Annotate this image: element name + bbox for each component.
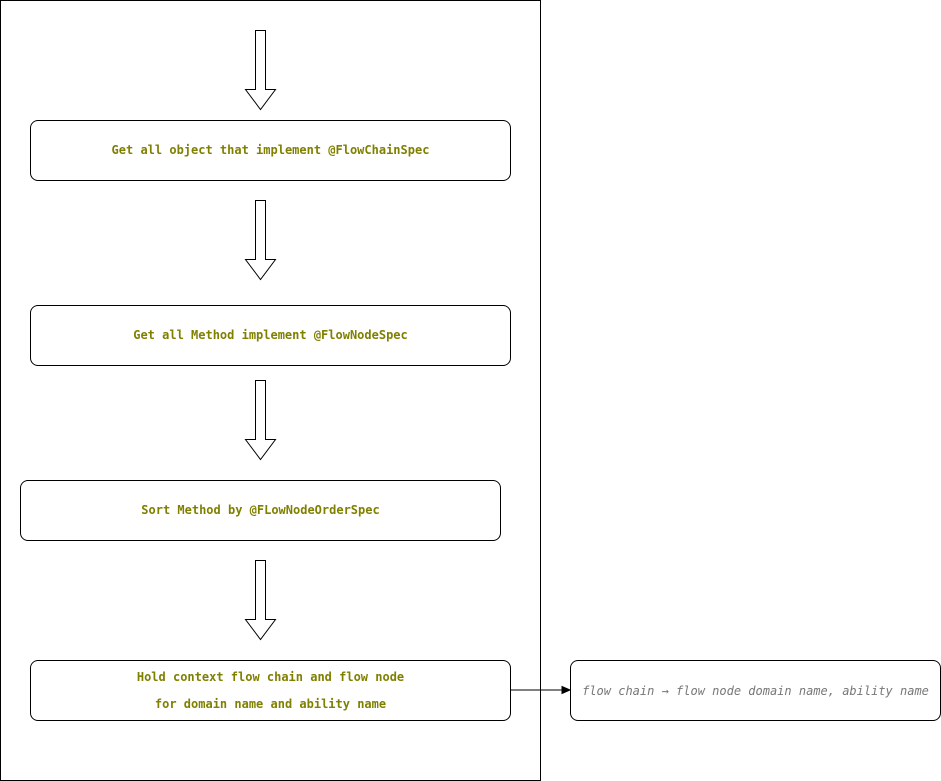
down-arrow-icon <box>244 560 277 641</box>
down-arrow-icon <box>244 380 277 461</box>
arrowhead-icon <box>561 685 572 695</box>
step-get-flow-chain-objects: Get all object that implement @FlowChain… <box>30 120 511 181</box>
step-sort-methods: Sort Method by @FLowNodeOrderSpec <box>20 480 501 541</box>
step-get-flow-node-methods: Get all Method implement @FlowNodeSpec <box>30 305 511 366</box>
step-label: Get all Method implement @FlowNodeSpec <box>133 328 408 342</box>
note-flow-chain-mapping: flow chain → flow node domain name, abil… <box>570 660 941 721</box>
step-label: Get all object that implement @FlowChain… <box>111 143 430 157</box>
step-label-line-1: Hold context flow chain and flow node <box>136 669 405 684</box>
down-arrow-icon <box>244 200 277 281</box>
down-arrow-icon <box>244 30 277 111</box>
note-text: flow chain → flow node domain name, abil… <box>582 683 929 698</box>
step-hold-context: Hold context flow chain and flow node fo… <box>30 660 511 721</box>
step-label-line-2: for domain name and ability name <box>154 696 387 711</box>
step-label: Sort Method by @FLowNodeOrderSpec <box>141 503 380 517</box>
